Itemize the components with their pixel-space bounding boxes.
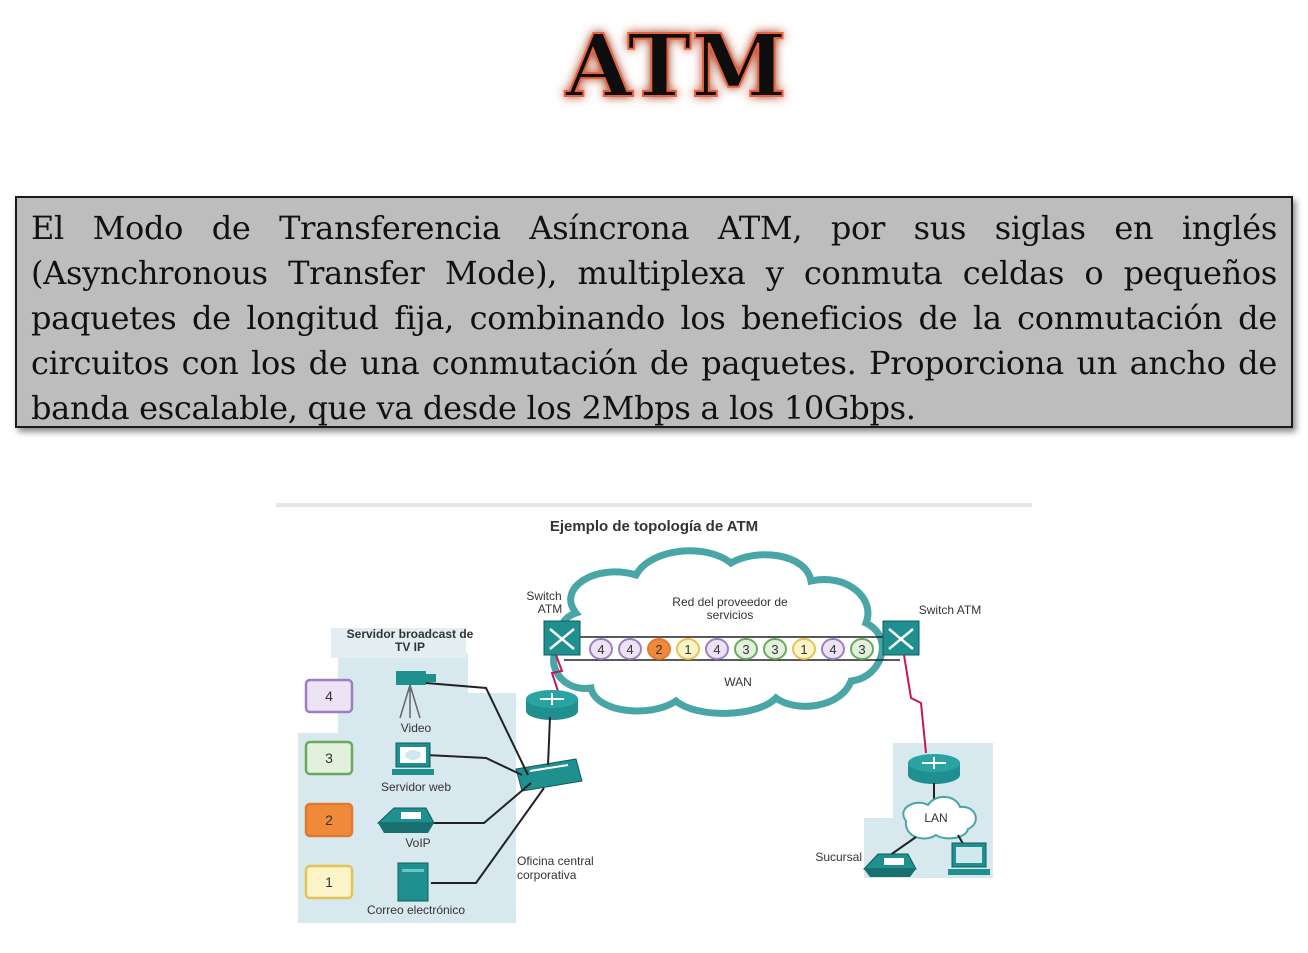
atm-cell-label: 4	[597, 642, 604, 657]
legend-box	[304, 864, 354, 900]
wan-cloud	[550, 547, 886, 717]
wan-label: WAN	[724, 675, 752, 689]
serial-link-right	[903, 654, 927, 754]
atm-cell-shape	[734, 638, 758, 660]
hq-label-line2: corporativa	[517, 868, 577, 882]
atm-cell-label: 3	[858, 642, 865, 657]
left-switch-label-line2: ATM	[538, 602, 562, 616]
hq-router	[526, 690, 578, 720]
web-server-icon	[392, 742, 434, 775]
title-graphic: ATM ATM	[563, 18, 787, 118]
atm-cell: 4	[618, 638, 642, 660]
atm-cell: 4	[821, 638, 845, 660]
atm-cell-label: 1	[684, 642, 691, 657]
atm-cell-shape	[763, 638, 787, 660]
description-box: El Modo de Transferencia Asíncrona ATM, …	[15, 196, 1293, 428]
atm-cell-shape	[676, 638, 700, 660]
atm-cell-shape	[705, 638, 729, 660]
lan-label: LAN	[924, 811, 947, 825]
legend-number: 3	[325, 750, 333, 766]
page-title: ATM	[564, 18, 786, 117]
atm-cell-shape	[589, 638, 613, 660]
server-group-label-line2: TV IP	[395, 640, 425, 654]
atm-cell: 3	[763, 638, 787, 660]
router-to-switch-link	[547, 716, 551, 766]
traffic-legend: 4 3 2 1	[304, 678, 354, 900]
device-links	[425, 682, 545, 884]
atm-topology-diagram: Ejemplo de topología de ATM Red del prov…	[276, 503, 1032, 933]
atm-cell-label: 4	[829, 642, 836, 657]
legend-box	[304, 802, 354, 838]
atm-cell-shape	[792, 638, 816, 660]
device-label-voip: VoIP	[405, 836, 430, 850]
device-label-mail: Correo electrónico	[367, 903, 465, 917]
cloud-label-line2: servicios	[707, 608, 754, 622]
mail-server-icon	[397, 862, 429, 902]
video-camera-icon	[396, 671, 436, 719]
atm-cell-label: 4	[626, 642, 633, 657]
atm-cell-label: 3	[771, 642, 778, 657]
legend-number: 1	[325, 874, 333, 890]
serial-link-left	[550, 654, 564, 692]
branch-router	[908, 754, 960, 784]
legend-box	[304, 678, 354, 714]
diagram-canvas: Ejemplo de topología de ATM Red del prov…	[276, 503, 1032, 923]
description-text: El Modo de Transferencia Asíncrona ATM, …	[31, 209, 1277, 427]
atm-cell-shape	[821, 638, 845, 660]
device-label-video: Video	[401, 721, 432, 735]
atm-cell: 3	[850, 638, 874, 660]
atm-cell-label: 3	[742, 642, 749, 657]
atm-cell: 1	[676, 638, 700, 660]
left-atm-switch	[543, 620, 581, 656]
lan-cloud	[902, 796, 977, 840]
cloud-label-line1: Red del proveedor de	[672, 595, 788, 609]
atm-cell: 1	[792, 638, 816, 660]
atm-cell: 4	[589, 638, 613, 660]
diagram-title: Ejemplo de topología de ATM	[550, 518, 758, 535]
atm-cell-label: 2	[655, 642, 662, 657]
atm-cell-label: 1	[800, 642, 807, 657]
branch-phone-icon	[862, 853, 917, 877]
server-group-label-line1: Servidor broadcast de	[347, 627, 474, 641]
atm-cell: 3	[734, 638, 758, 660]
legend-number: 2	[325, 812, 333, 828]
branch-computer-icon	[948, 842, 990, 875]
legend-box	[304, 740, 354, 776]
atm-cell: 2	[647, 638, 671, 660]
hq-label-line1: Oficina central	[517, 854, 594, 868]
atm-cell-label: 4	[713, 642, 720, 657]
branch-label: Sucursal	[815, 850, 862, 864]
title-region: ATM ATM	[0, 18, 1308, 148]
legend-number: 4	[325, 688, 333, 704]
atm-cell-shape	[850, 638, 874, 660]
voip-phone-icon	[376, 807, 435, 833]
device-label-web-server: Servidor web	[381, 780, 451, 794]
diagram-top-rule	[276, 503, 1032, 507]
atm-cell-shape	[647, 638, 671, 660]
right-atm-switch	[882, 620, 920, 656]
atm-cell-shape	[618, 638, 642, 660]
atm-cells: 4 4 2 1 4 3 3 1 4 3	[589, 638, 874, 660]
atm-cell: 4	[705, 638, 729, 660]
right-switch-label: Switch ATM	[919, 603, 981, 617]
hq-lan-switch	[515, 758, 583, 792]
left-switch-label-line1: Switch	[526, 589, 561, 603]
